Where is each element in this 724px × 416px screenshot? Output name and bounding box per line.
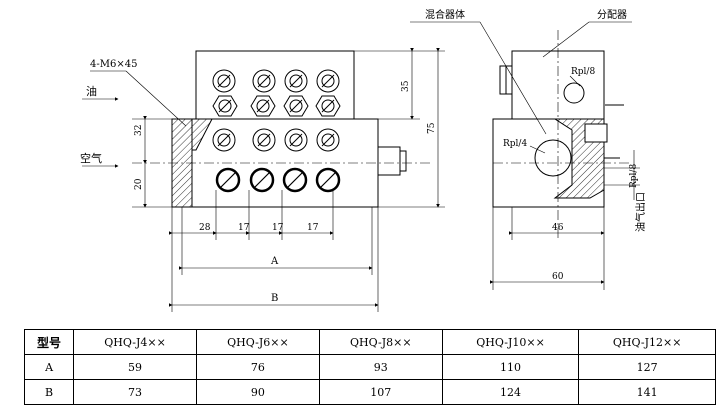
table-cell: 124 — [441, 379, 580, 405]
table-cell: 127 — [578, 354, 716, 380]
table-cell: 90 — [195, 379, 320, 405]
port-top-label: Rpl/8 — [571, 67, 595, 77]
row-label-b: B — [23, 379, 75, 405]
model-col-j4: QHQ-J4×× — [73, 329, 197, 355]
inlet-section — [191, 118, 213, 151]
row-label-a: A — [23, 354, 75, 380]
dim-60: 60 — [552, 272, 564, 282]
rpl4-port — [534, 139, 572, 177]
outlet-label: 油气出口 — [634, 192, 647, 232]
dim-35: 35 — [401, 80, 411, 92]
dim-28: 28 — [199, 223, 211, 233]
dim-17-b: 17 — [272, 223, 284, 233]
table-cell: 141 — [578, 379, 716, 405]
dim-75: 75 — [427, 122, 437, 134]
model-col-j12: QHQ-J12×× — [578, 329, 716, 355]
dim-20: 20 — [134, 178, 144, 190]
dim-b: B — [271, 293, 278, 304]
table-cell: 93 — [318, 354, 443, 380]
dim-46: 46 — [552, 223, 564, 233]
end-plug — [377, 146, 401, 176]
mixer-label: 混合器体 — [425, 8, 465, 21]
technical-drawing: 4-M6×45 油 空气 混合器体 分配器 Rpl/8 Rpl/4 Rpl/8 … — [80, 8, 647, 312]
oil-label: 油 — [86, 84, 97, 98]
bolt-grid — [212, 69, 341, 193]
table-row: B 73 90 107 124 141 — [23, 379, 716, 405]
dim-a: A — [270, 256, 279, 267]
side-leaders — [410, 21, 632, 154]
bolt-row-4 — [215, 167, 341, 193]
table-cell: 73 — [73, 379, 197, 405]
side-view — [492, 30, 630, 240]
bolt-row-1 — [212, 69, 340, 93]
thread-label: 4-M6×45 — [90, 59, 137, 70]
table-cell: 110 — [441, 354, 580, 380]
model-header: 型号 — [23, 329, 75, 355]
dim-17-c: 17 — [307, 223, 319, 233]
front-dimensions — [143, 48, 445, 312]
table-cell: 76 — [195, 354, 320, 380]
distributor-label: 分配器 — [597, 9, 627, 21]
dim-32: 32 — [134, 125, 144, 136]
front-view — [132, 50, 430, 208]
port-side-label: Rpl/8 — [629, 164, 639, 188]
front-leaders — [82, 70, 187, 168]
port-mid-label: Rpl/4 — [503, 139, 527, 149]
table-row: A 59 76 93 110 127 — [23, 354, 716, 380]
table-cell: 107 — [318, 379, 443, 405]
model-col-j8: QHQ-J8×× — [318, 329, 443, 355]
bolt-row-3 — [212, 128, 340, 152]
air-label: 空气 — [80, 151, 102, 165]
bolt-row-2 — [212, 95, 341, 117]
dim-17-a: 17 — [238, 223, 250, 233]
model-col-j10: QHQ-J10×× — [441, 329, 580, 355]
model-col-j6: QHQ-J6×× — [195, 329, 320, 355]
side-dimensions — [490, 150, 640, 290]
table-cell: 59 — [73, 354, 197, 380]
spec-table: 型号 QHQ-J4×× QHQ-J6×× QHQ-J8×× QHQ-J10×× … — [23, 329, 716, 405]
table-header-row: 型号 QHQ-J4×× QHQ-J6×× QHQ-J8×× QHQ-J10×× … — [23, 329, 716, 355]
